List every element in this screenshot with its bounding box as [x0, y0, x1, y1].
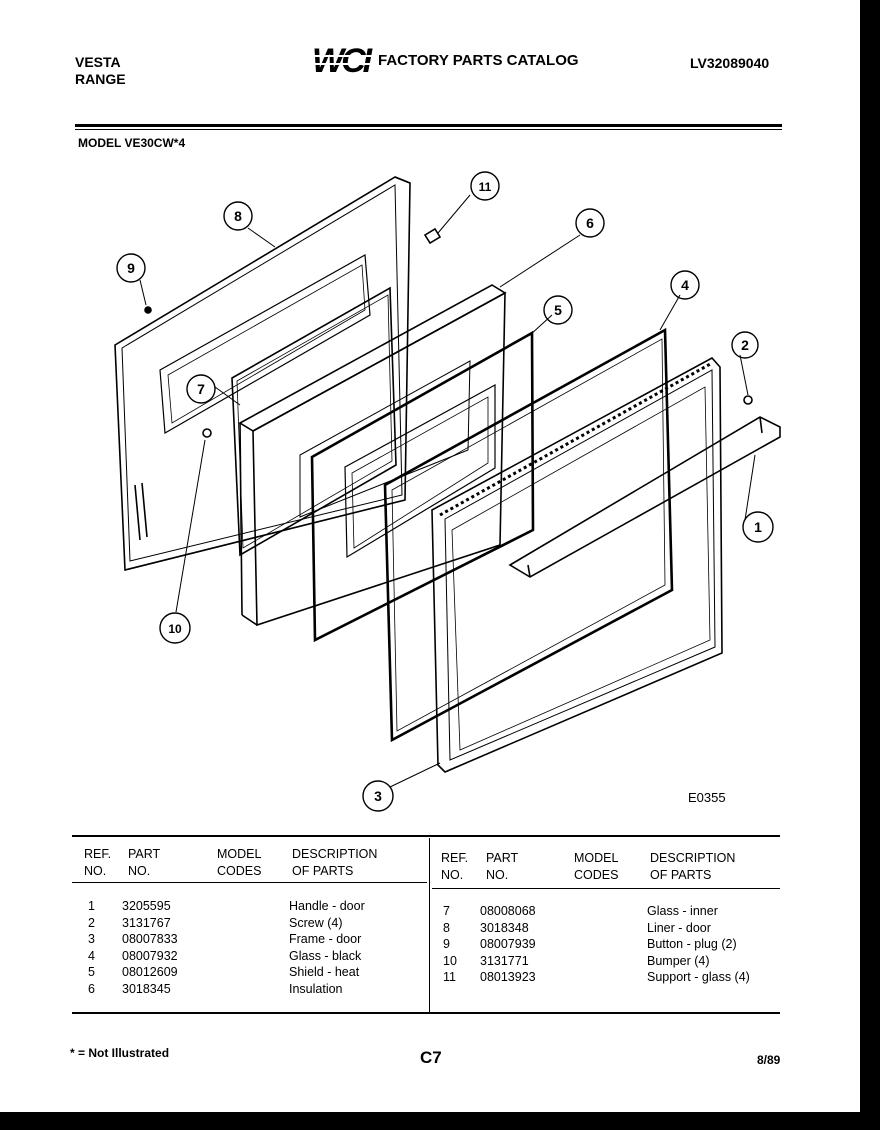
table-row-ref: 6 [88, 981, 95, 996]
callout-11: 11 [479, 180, 492, 194]
model-line: MODEL VE30CW*4 [78, 136, 186, 150]
table-row-part: 08008068 [480, 904, 536, 918]
callout-7: 7 [197, 381, 205, 397]
callout-10: 10 [168, 622, 182, 636]
not-illustrated-note: * = Not Illustrated [70, 1046, 170, 1060]
callout-2: 2 [741, 337, 749, 353]
header-rule [75, 124, 782, 127]
header-part: PART [128, 847, 161, 861]
table-row-desc: Support - glass (4) [647, 970, 750, 985]
table-row-ref: 3 [88, 932, 95, 947]
header-no: NO. [441, 867, 464, 882]
table-header-rule-left [72, 882, 427, 883]
table-row-ref: 4 [88, 948, 95, 963]
wci-logo: WCI [312, 42, 372, 80]
header-codes: CODES [574, 867, 619, 882]
table-row-part: 3131767 [122, 915, 171, 930]
table-row-desc: Button - plug (2) [647, 937, 737, 952]
header-part-no: NO. [128, 863, 151, 878]
table-row-part: 3131771 [480, 953, 529, 968]
door-frame-part [431, 356, 723, 773]
table-row-desc: Insulation [289, 981, 343, 996]
callout-1: 1 [754, 519, 762, 535]
header-of-parts: OF PARTS [292, 863, 354, 878]
table-row-part: 08007939 [480, 937, 536, 952]
document-number: LV32089040 [690, 55, 770, 71]
table-row-desc: Frame - door [289, 932, 362, 947]
table-row-part: 3205595 [122, 899, 171, 913]
table-row-part: 3018345 [122, 981, 171, 996]
header-model: MODEL [217, 847, 262, 861]
callout-6: 6 [586, 215, 594, 231]
table-row-part: 3018348 [480, 920, 529, 935]
header-no: NO. [84, 863, 107, 878]
table-row-desc: Liner - door [647, 920, 711, 935]
header-description: DESCRIPTION [650, 851, 736, 865]
callout-9: 9 [127, 260, 135, 276]
table-row-ref: 2 [88, 915, 95, 930]
table-row-part: 08007932 [122, 948, 178, 963]
table-row-part: 08012609 [122, 965, 178, 980]
black-glass-part [383, 327, 674, 743]
logo-stripe [312, 55, 372, 57]
bumper-part [202, 428, 212, 438]
callout-8: 8 [234, 208, 242, 224]
table-top-rule [72, 835, 780, 837]
table-divider [429, 838, 430, 1013]
table-row-ref: 8 [443, 920, 450, 935]
exploded-door-diagram: 1 2 3 4 5 6 7 8 9 10 11 [114, 171, 781, 812]
table-row-ref: 11 [443, 970, 456, 985]
screw-part [743, 395, 753, 405]
table-row-ref: 5 [88, 965, 95, 980]
insulation-part [238, 284, 507, 627]
table-row-desc: Bumper (4) [647, 953, 710, 968]
header-ref: REF. [84, 847, 112, 861]
table-row-desc: Glass - black [289, 948, 362, 963]
table-row-ref: 7 [443, 904, 450, 918]
plug-button-part [144, 306, 152, 314]
header-part: PART [486, 851, 519, 865]
table-row-desc: Handle - door [289, 899, 365, 913]
heat-shield-part [310, 330, 535, 643]
scan-border-right [860, 0, 880, 1130]
catalog-title: FACTORY PARTS CATALOG [378, 52, 579, 69]
table-row-desc: Screw (4) [289, 915, 343, 930]
logo-stripe [312, 63, 372, 65]
callout-3: 3 [374, 788, 382, 804]
scan-border-bottom [0, 1112, 880, 1130]
leader-lines [139, 194, 756, 788]
header-codes: CODES [217, 863, 262, 878]
catalog-date: 8/89 [757, 1053, 781, 1067]
table-row-ref: 9 [443, 937, 450, 952]
header-model: MODEL [574, 851, 619, 865]
support-glass-part [423, 227, 442, 245]
table-header-rule-right [432, 888, 780, 889]
door-handle-part [508, 416, 781, 578]
header-description: DESCRIPTION [292, 847, 378, 861]
door-liner-part [114, 176, 411, 572]
table-row-part: 08007833 [122, 932, 178, 947]
callout-5: 5 [554, 302, 562, 318]
table-row-ref: 10 [443, 953, 457, 968]
header-rule-thin [75, 129, 782, 130]
header-ref: REF. [441, 851, 469, 865]
table-row-part: 08013923 [480, 970, 536, 985]
callout-circles [116, 171, 774, 812]
table-bottom-rule [72, 1012, 780, 1014]
page-number: C7 [420, 1048, 442, 1067]
table-row-desc: Glass - inner [647, 904, 718, 918]
header-of-parts: OF PARTS [650, 867, 712, 882]
brand-line-2: RANGE [75, 71, 126, 87]
brand: VESTA RANGE [75, 54, 126, 88]
callout-4: 4 [681, 277, 689, 293]
header-part-no: NO. [486, 867, 509, 882]
brand-line-1: VESTA [75, 54, 121, 70]
table-row-ref: 1 [88, 899, 95, 913]
table-row-desc: Shield - heat [289, 965, 360, 980]
figure-code: E0355 [688, 790, 726, 805]
